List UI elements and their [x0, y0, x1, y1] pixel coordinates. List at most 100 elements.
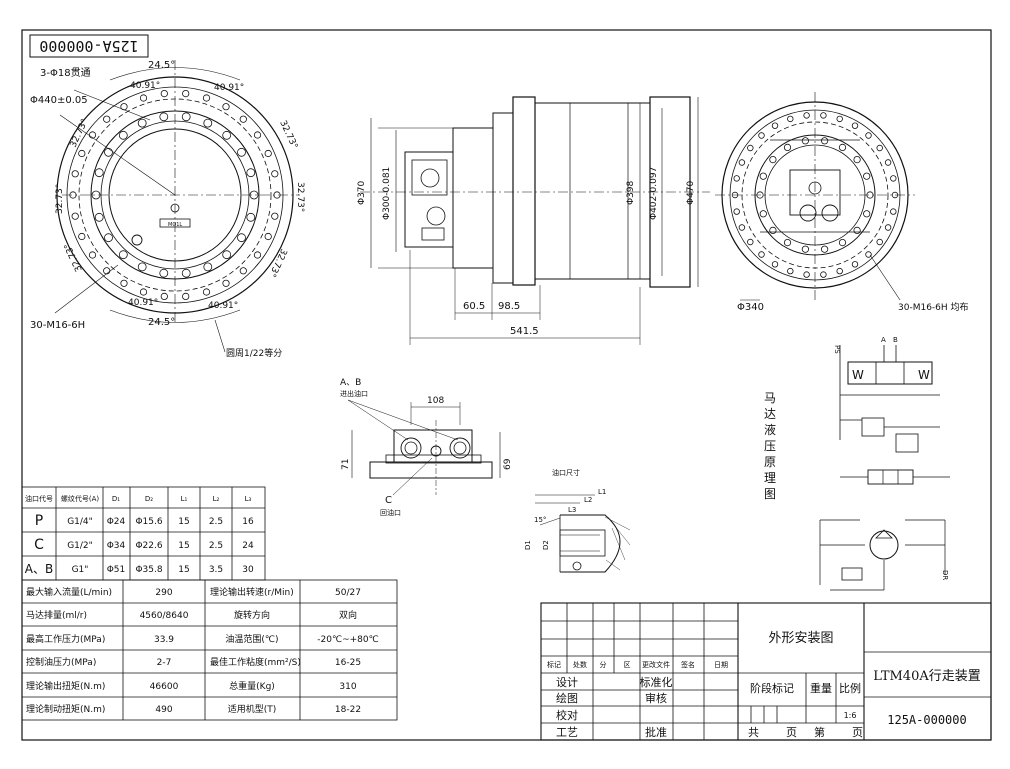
hyd-port-a: A — [881, 336, 886, 344]
bolt-hole — [159, 268, 169, 278]
dim-l3: L3 — [568, 506, 576, 514]
svg-text:G1/2": G1/2" — [67, 541, 93, 551]
svg-text:L₂: L₂ — [213, 495, 220, 503]
svg-text:310: 310 — [339, 682, 356, 692]
svg-text:46600: 46600 — [150, 682, 179, 692]
left-thread-label: 30-M16-6H — [30, 320, 85, 331]
svg-text:马达排量(ml/r): 马达排量(ml/r) — [26, 609, 87, 621]
sheet-num: 第 — [814, 725, 825, 739]
svg-text:螺纹代号(A): 螺纹代号(A) — [61, 494, 100, 503]
product-name: LTM40A行走装置 — [873, 669, 981, 684]
bolt-hole — [271, 170, 279, 178]
bolt-hole — [769, 226, 777, 234]
bolt-hole — [891, 191, 899, 199]
side-view-labels: Φ370 Φ300-0.081 Φ398 Φ402-0.097 Φ470 60.… — [357, 167, 696, 337]
svg-text:区: 区 — [624, 661, 631, 669]
pitch-dia-label: Φ440±0.05 — [30, 95, 88, 106]
bolt-hole — [273, 191, 281, 199]
bolt-hole — [239, 267, 247, 275]
bolt-hole — [853, 226, 861, 234]
bolt-hole — [759, 210, 767, 218]
bolt-hole — [853, 156, 861, 164]
hydraulic-schematic — [819, 345, 950, 591]
svg-text:C: C — [34, 537, 44, 553]
svg-text:签名: 签名 — [681, 660, 695, 669]
svg-text:16-25: 16-25 — [335, 658, 361, 668]
svg-text:Φ22.6: Φ22.6 — [135, 541, 162, 551]
bolt-hole — [783, 143, 792, 151]
bolt-hole — [884, 159, 892, 166]
svg-text:2.5: 2.5 — [209, 541, 223, 551]
bolt-hole — [771, 261, 779, 268]
dim-phi470: Φ470 — [686, 180, 696, 205]
svg-text:2-7: 2-7 — [157, 658, 172, 668]
svg-text:Φ34: Φ34 — [107, 541, 126, 551]
right-dia-label: Φ340 — [737, 302, 764, 313]
port-detail — [535, 494, 631, 573]
bolt-hole — [203, 118, 213, 128]
bolt-hole — [865, 251, 872, 258]
svg-text:24: 24 — [242, 541, 254, 551]
port-view-labels: A、B 进出油口 C 回油口 108 71 69 — [340, 378, 513, 517]
bolt-hole — [801, 137, 810, 145]
bolt-hole — [71, 212, 79, 220]
svg-text:工艺: 工艺 — [556, 726, 578, 739]
angle-bottom: 24.5° — [148, 317, 175, 328]
bolt-hole — [890, 208, 897, 215]
dim-541-5: 541.5 — [510, 326, 539, 337]
bolt-hole — [91, 190, 101, 200]
bolt-hole — [783, 239, 792, 247]
port-table: 油口代号 螺纹代号(A) D₁ D₂ L₁ L₂ L₃ P G1/4" Φ24 … — [21, 486, 266, 581]
bolt-hole — [865, 132, 872, 139]
svg-text:L₃: L₃ — [245, 495, 252, 503]
bolt-hole — [239, 115, 247, 123]
svg-text:绘图: 绘图 — [556, 691, 578, 705]
bolt-hole — [738, 224, 746, 231]
svg-text:压: 压 — [764, 439, 776, 453]
stage-label: 阶段标记 — [750, 681, 794, 695]
svg-text:16: 16 — [242, 517, 254, 527]
angle-side-2: 32.73° — [55, 184, 65, 214]
bolt-hole — [237, 147, 246, 157]
bolt-hole — [838, 143, 847, 151]
bolt-hole — [94, 212, 104, 222]
bolt-hole — [820, 137, 829, 145]
bolt-hole — [851, 122, 859, 129]
port-detail-title: 油口尺寸 — [552, 468, 580, 477]
bolt-hole — [202, 94, 211, 102]
svg-text:原: 原 — [764, 455, 776, 469]
dim-phi402: Φ402-0.097 — [649, 167, 659, 220]
svg-text:A、B: A、B — [25, 562, 53, 576]
svg-text:理论输出转速(r/Min): 理论输出转速(r/Min) — [210, 586, 294, 598]
svg-text:15: 15 — [178, 541, 189, 551]
bolt-hole — [118, 130, 128, 140]
bolt-hole — [203, 262, 213, 272]
svg-text:-20℃~+80℃: -20℃~+80℃ — [317, 635, 378, 645]
port-dim-top: 108 — [427, 396, 444, 406]
bolt-hole — [756, 191, 764, 199]
svg-text:Φ51: Φ51 — [107, 565, 126, 575]
dim-98-5: 98.5 — [498, 301, 520, 312]
bolt-hole — [246, 212, 256, 222]
svg-text:290: 290 — [155, 588, 172, 598]
sheet-page2: 页 — [852, 726, 863, 739]
bolt-hole — [237, 233, 246, 243]
title-mid-labels: 标准化 审核 批准 — [640, 675, 673, 739]
svg-text:日期: 日期 — [714, 661, 728, 669]
bolt-hole — [139, 94, 148, 102]
bolt-hole — [253, 251, 262, 259]
hyd-w-right: W — [918, 368, 930, 382]
bolt-hole — [876, 144, 883, 152]
bolt-hole — [222, 103, 230, 111]
angle-small-2: 40.91° — [214, 83, 244, 93]
bolt-hole — [246, 168, 256, 178]
angle-side-4: 32.73° — [277, 119, 299, 151]
bolt-hole — [820, 271, 827, 278]
bolt-hole — [747, 238, 754, 246]
bolt-hole — [182, 90, 190, 98]
svg-text:G1": G1" — [72, 565, 89, 575]
svg-text:最佳工作粘度(mm²/S): 最佳工作粘度(mm²/S) — [210, 656, 301, 668]
bolt-hole — [731, 191, 739, 199]
bolt-hole — [139, 288, 148, 296]
